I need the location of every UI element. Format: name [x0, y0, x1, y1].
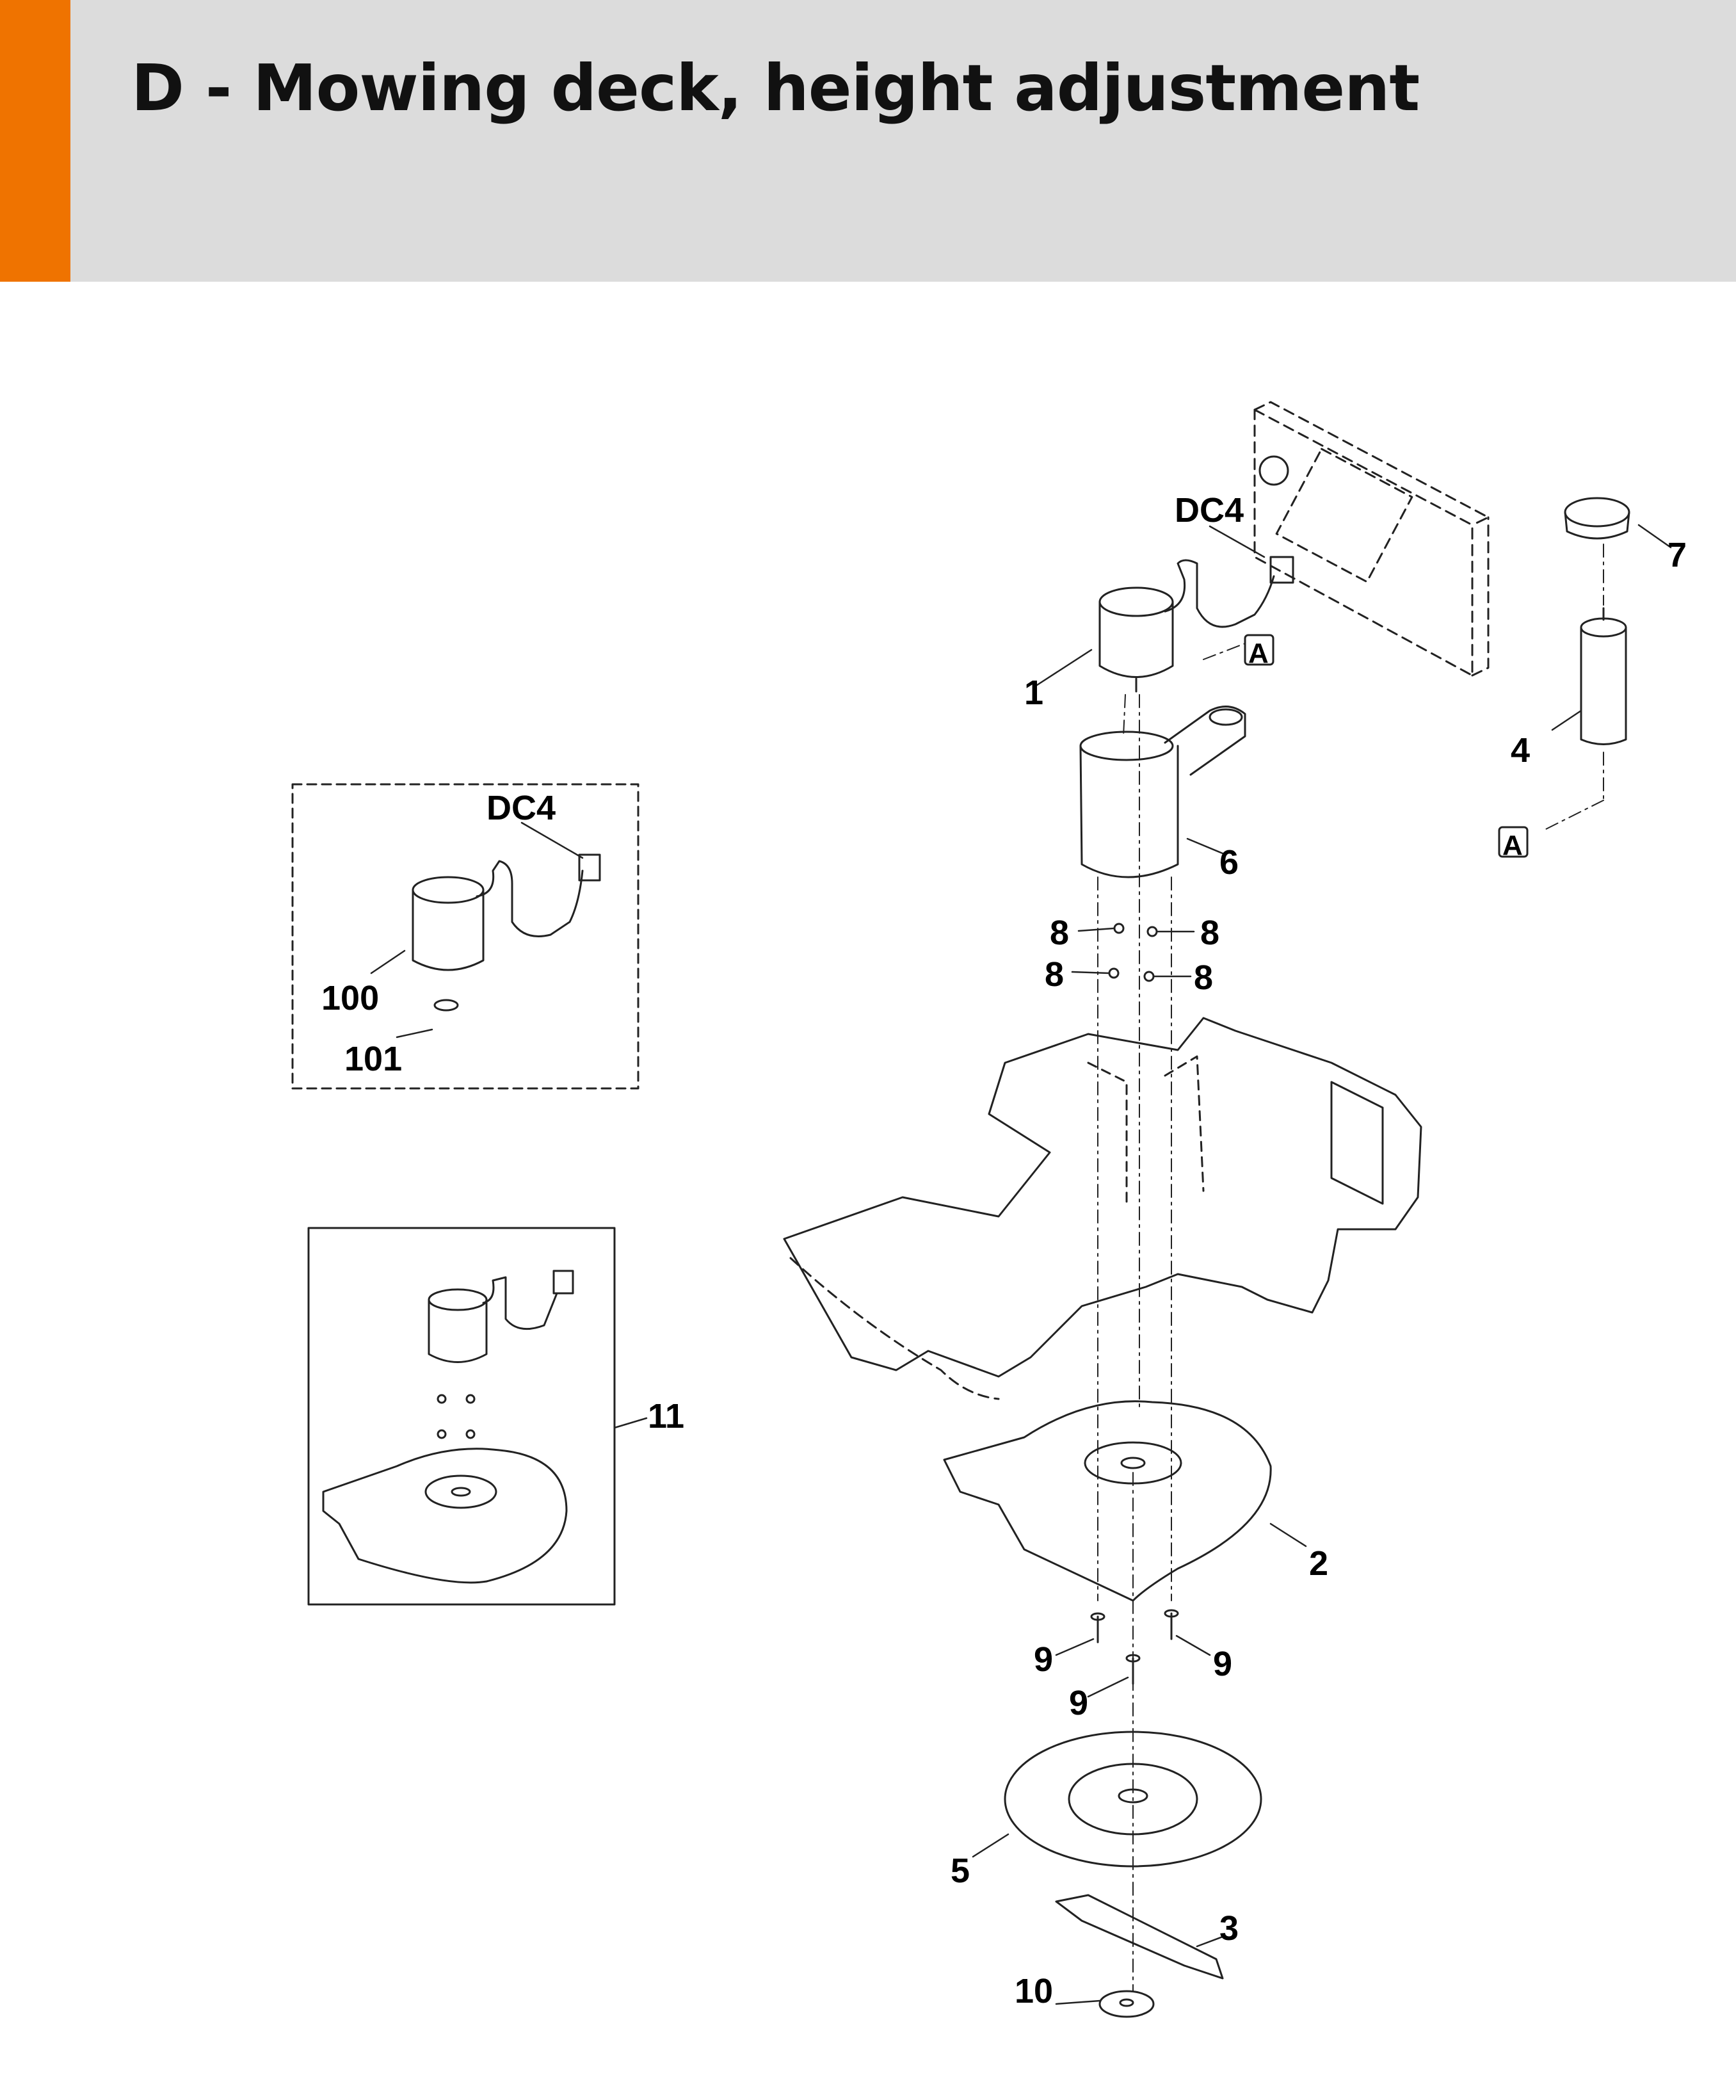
- label-dc4-main: DC4: [1175, 491, 1244, 529]
- dc4-connector: [1269, 556, 1294, 584]
- label-callout-3: 3: [1219, 1909, 1239, 1948]
- screws-9: [1090, 1609, 1179, 1685]
- board-capacitor: [1258, 455, 1289, 486]
- label-callout-8d: 8: [1194, 958, 1213, 997]
- label-callout-11: 11: [648, 1397, 684, 1435]
- label-callout-5: 5: [951, 1852, 970, 1890]
- label-callout-8a: 8: [1050, 914, 1069, 952]
- variant-seal-ring: [433, 999, 459, 1012]
- label-callout-100: 100: [321, 979, 379, 1017]
- reference-box-a-top: [1244, 634, 1274, 666]
- header-accent-bar: [0, 0, 70, 282]
- mowing-deck: [943, 1400, 1272, 1602]
- motor-housing: [1079, 706, 1246, 878]
- label-dc4-variant: DC4: [486, 789, 556, 827]
- label-callout-4: 4: [1511, 731, 1530, 770]
- label-a-side: A: [1502, 830, 1523, 861]
- assembly-inset-box: [307, 1227, 616, 1606]
- label-callout-2: 2: [1309, 1544, 1328, 1583]
- label-callout-9a: 9: [1034, 1640, 1053, 1679]
- height-adjust-motor: [1098, 556, 1294, 693]
- screws-8: [1108, 923, 1158, 982]
- label-callout-101: 101: [344, 1040, 402, 1078]
- label-callout-1: 1: [1024, 674, 1043, 712]
- label-callout-6: 6: [1219, 843, 1239, 882]
- label-callout-8c: 8: [1045, 955, 1064, 994]
- label-callout-8b: 8: [1200, 914, 1219, 952]
- label-callout-7: 7: [1668, 536, 1687, 574]
- variant-dc4-connector: [578, 853, 601, 882]
- variant-inset-box: [291, 783, 639, 1090]
- blade-washer: [1098, 1990, 1155, 2018]
- cutting-blade: [1055, 1894, 1224, 1980]
- electronics-board: [1253, 401, 1490, 677]
- height-knob: [1564, 497, 1630, 540]
- assembly-11: [322, 1270, 574, 1584]
- chassis-frame: [783, 1017, 1422, 1400]
- page-header: D - Mowing deck, height adjustment: [0, 0, 1736, 282]
- page-title: D - Mowing deck, height adjustment: [131, 51, 1420, 125]
- motor-variant: [412, 853, 601, 1012]
- height-spindle: [1580, 607, 1627, 745]
- label-a-top: A: [1248, 638, 1269, 669]
- label-callout-9c: 9: [1069, 1684, 1088, 1722]
- label-callout-9b: 9: [1213, 1645, 1232, 1683]
- reference-box-a-side: [1498, 826, 1529, 858]
- label-callout-10: 10: [1015, 1972, 1053, 2010]
